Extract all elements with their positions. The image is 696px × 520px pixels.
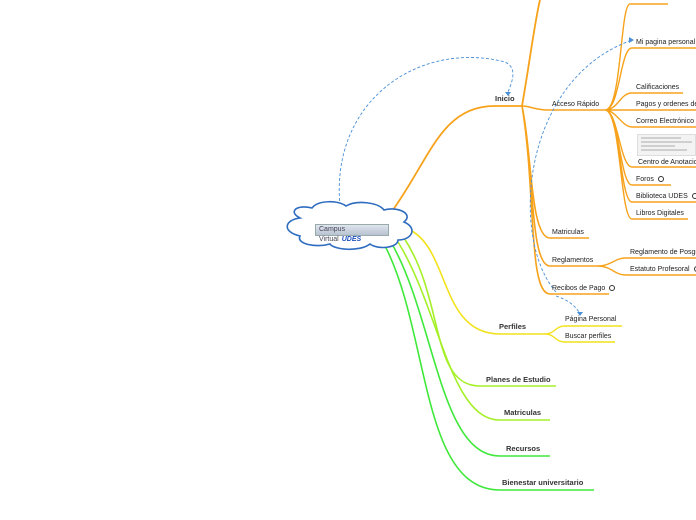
node-pagina-personal[interactable]: Página Personal — [565, 316, 617, 323]
logo-brand: UDES — [341, 236, 362, 243]
estatuto-label: Estatuto Profesoral — [630, 266, 690, 273]
node-pagos[interactable]: Pagos y ordenes de — [636, 101, 696, 108]
screenshot-thumbnail — [637, 134, 696, 156]
branch-planes-line — [403, 237, 556, 387]
node-matriculas[interactable]: Matriculas — [504, 408, 542, 417]
acceso-children-lines — [604, 3, 696, 220]
relationship-link-recibos-paginapersonal — [555, 295, 581, 315]
node-correo[interactable]: Correo Electrónico — [636, 118, 694, 125]
node-centro-anotaciones[interactable]: Centro de Anotacio — [638, 159, 696, 166]
reglamentos-children-lines — [596, 257, 696, 276]
node-perfiles[interactable]: Perfiles — [499, 322, 527, 331]
inicio-top-line — [521, 0, 541, 107]
arrowhead-mipagina — [629, 37, 634, 43]
node-inicio-matriculas[interactable]: Matriculas — [552, 229, 584, 236]
node-reglamento-posgrado[interactable]: Reglamento de Posgr — [630, 249, 696, 256]
arrowhead-paginapersonal — [577, 312, 583, 316]
node-recibos-de-pago[interactable]: Recibos de Pago — [552, 284, 616, 293]
node-recursos[interactable]: Recursos — [506, 444, 541, 453]
branch-recursos-line — [391, 243, 550, 457]
recibos-label: Recibos de Pago — [552, 285, 606, 292]
relationship-link-recibos-mipagina — [529, 39, 633, 293]
node-acceso-rapido[interactable]: Acceso Rápido — [552, 101, 600, 108]
branch-perfiles-line — [409, 229, 545, 335]
relationship-link-cloud-inicio — [338, 57, 514, 207]
node-libros-digitales[interactable]: Libros Digitales — [636, 210, 684, 217]
inicio-children-lines — [521, 105, 609, 295]
node-calificaciones[interactable]: Calificaciones — [636, 84, 680, 91]
branch-bienestar-line — [383, 243, 594, 491]
biblioteca-label: Biblioteca UDES — [636, 193, 688, 200]
globe-icon[interactable] — [691, 193, 696, 199]
node-foros[interactable]: Foros — [636, 175, 664, 184]
logo-text: Campus Virtual — [319, 226, 346, 243]
node-reglamentos[interactable]: Reglamentos — [552, 257, 594, 264]
node-mi-pagina-personal[interactable]: Mi pagina personal — [636, 39, 696, 46]
node-inicio[interactable]: Inicio — [495, 94, 515, 103]
node-biblioteca[interactable]: Biblioteca UDES — [636, 192, 696, 201]
node-estatuto-profesoral[interactable]: Estatuto Profesoral — [630, 265, 696, 274]
node-bienestar[interactable]: Bienestar universitario — [502, 478, 584, 487]
globe-icon[interactable] — [609, 285, 616, 291]
node-planes-de-estudio[interactable]: Planes de Estudio — [486, 375, 551, 384]
globe-icon[interactable] — [693, 266, 696, 272]
perfiles-children-lines — [544, 325, 622, 343]
branch-inicio-line — [389, 105, 522, 215]
branch-matriculas-line — [397, 241, 550, 421]
node-buscar-perfiles[interactable]: Buscar perfiles — [565, 333, 612, 340]
globe-icon[interactable] — [657, 176, 664, 182]
arrowhead-inicio — [505, 92, 511, 96]
foros-label: Foros — [636, 176, 654, 183]
